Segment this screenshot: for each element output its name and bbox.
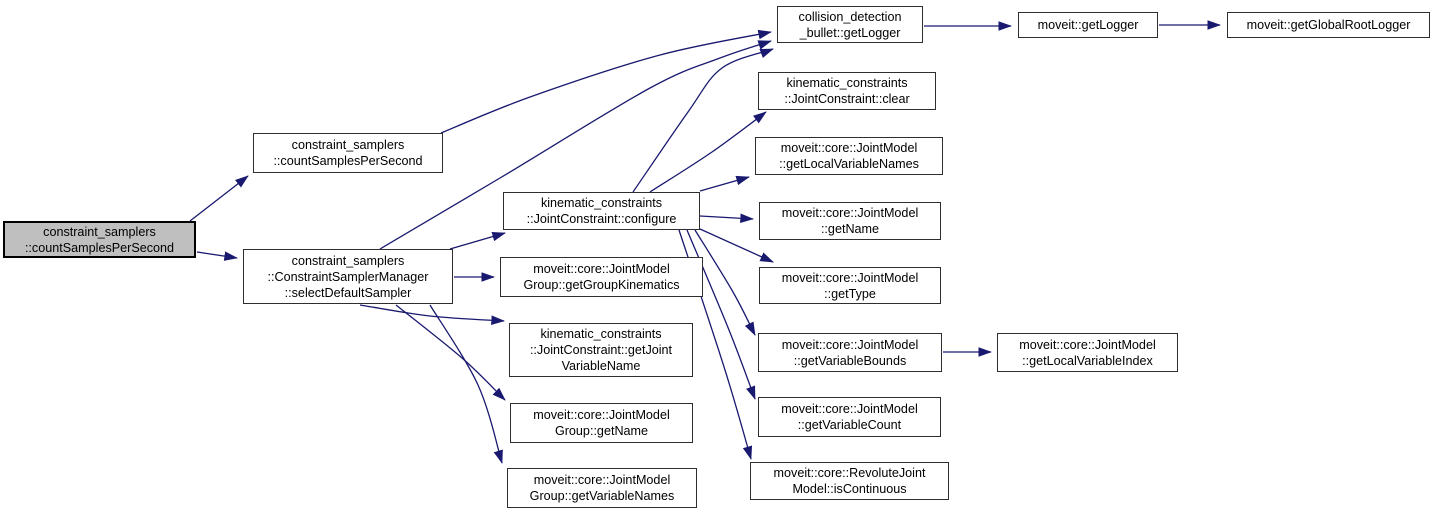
node-jm_get_local_variable_index[interactable]: moveit::core::JointModel::getLocalVariab… xyxy=(997,333,1178,372)
node-label-line: ::getType xyxy=(824,286,876,301)
node-label-line: constraint_samplers xyxy=(291,138,405,152)
node-label-line: Group::getVariableNames xyxy=(529,489,675,503)
node-label-line: ::countSamplesPerSecond xyxy=(24,240,175,255)
node-label-line: Group::getGroupKinematics xyxy=(523,278,680,292)
node-label-line: ::getVariableBounds xyxy=(793,353,907,368)
node-count_samples_current: constraint_samplers::countSamplesPerSeco… xyxy=(3,221,196,258)
node-label-line: constraint_samplers xyxy=(43,224,156,239)
node-jm_get_variable_count[interactable]: moveit::core::JointModel::getVariableCou… xyxy=(758,397,941,437)
edge-joint_constraint_configure-to-jm_get_name xyxy=(699,213,754,224)
node-label-line: ::JointConstraint::clear xyxy=(784,92,910,106)
edge-count_samples_current-to-select_default_sampler xyxy=(196,251,238,261)
edge-select_default_sampler-to-bullet_get_logger xyxy=(379,40,772,250)
node-label-line: kinematic_constraints xyxy=(540,327,662,341)
node-joint_constraint_configure[interactable]: kinematic_constraints::JointConstraint::… xyxy=(503,192,700,230)
node-label-line: moveit::core::JointModel xyxy=(781,402,918,416)
node-label-line: ::getLocalVariableIndex xyxy=(1022,353,1153,368)
node-label-line: moveit::core::JointModel xyxy=(533,473,671,487)
node-label-line: moveit::getGlobalRootLogger xyxy=(1246,18,1411,32)
node-label-line: moveit::core::JointModel xyxy=(781,337,919,352)
node-label-line: moveit::core::JointModel xyxy=(533,408,670,422)
edge-select_default_sampler-to-jmg_get_variable_names xyxy=(429,304,503,464)
edge-count_samples_overload-to-bullet_get_logger xyxy=(440,29,772,134)
node-moveit_get_global_root_logger[interactable]: moveit::getGlobalRootLogger xyxy=(1227,12,1430,38)
node-label-line: kinematic_constraints xyxy=(786,76,908,90)
node-label-line: ::JointConstraint::configure xyxy=(526,212,677,226)
edge-joint_constraint_configure-to-jm_get_variable_bounds xyxy=(694,229,756,336)
edge-joint_constraint_configure-to-jm_get_variable_count xyxy=(686,229,756,400)
node-label-line: Model::isContinuous xyxy=(792,482,907,496)
edge-count_samples_current-to-count_samples_overload xyxy=(189,175,249,222)
node-label-line: kinematic_constraints xyxy=(540,196,663,210)
edge-select_default_sampler-to-joint_constraint_configure xyxy=(449,231,506,250)
node-label-line: moveit::core::JointModel xyxy=(780,141,918,155)
node-bullet_get_logger[interactable]: collision_detection_bullet::getLogger xyxy=(777,6,923,43)
node-select_default_sampler[interactable]: constraint_samplers::ConstraintSamplerMa… xyxy=(243,249,453,304)
edge-joint_constraint_configure-to-jm_get_type xyxy=(699,228,774,263)
node-label-line: moveit::core::JointModel xyxy=(1019,337,1156,352)
node-label-line: ::getLocalVariableNames xyxy=(779,157,919,171)
node-label-line: collision_detection xyxy=(798,9,902,24)
node-jm_get_type[interactable]: moveit::core::JointModel::getType xyxy=(759,267,941,304)
node-label-line: constraint_samplers xyxy=(291,253,405,268)
edge-joint_constraint_configure-to-jm_get_local_variable_names xyxy=(699,175,750,192)
node-label-line: _bullet::getLogger xyxy=(799,25,901,40)
node-jm_get_local_variable_names[interactable]: moveit::core::JointModel::getLocalVariab… xyxy=(755,137,943,175)
node-label-line: ::getName xyxy=(820,222,880,236)
edge-joint_constraint_configure-to-joint_constraint_clear xyxy=(649,111,767,193)
node-label-line: ::countSamplesPerSecond xyxy=(273,154,423,168)
node-label-line: ::JointConstraint::getJoint xyxy=(529,343,673,357)
node-jc_get_joint_variable_name[interactable]: kinematic_constraints::JointConstraint::… xyxy=(509,323,693,377)
node-label-line: moveit::getLogger xyxy=(1037,18,1139,32)
node-label-line: moveit::core::JointModel xyxy=(533,262,670,276)
node-label-line: moveit::core::JointModel xyxy=(781,270,919,285)
node-label-line: moveit::core::RevoluteJoint xyxy=(773,466,926,480)
node-count_samples_overload[interactable]: constraint_samplers::countSamplesPerSeco… xyxy=(253,133,443,173)
node-joint_constraint_clear[interactable]: kinematic_constraints::JointConstraint::… xyxy=(758,72,936,110)
node-label-line: Group::getName xyxy=(554,424,649,438)
edge-select_default_sampler-to-jmg_get_name xyxy=(395,304,506,401)
edge-select_default_sampler-to-jc_get_joint_variable_name xyxy=(359,304,505,325)
node-moveit_get_logger[interactable]: moveit::getLogger xyxy=(1018,12,1158,38)
node-label-line: moveit::core::JointModel xyxy=(781,206,919,220)
node-jm_get_name[interactable]: moveit::core::JointModel::getName xyxy=(759,202,941,240)
edge-joint_constraint_configure-to-bullet_get_logger xyxy=(632,48,774,193)
node-label-line: ::getVariableCount xyxy=(797,418,902,432)
node-label-line: VariableName xyxy=(561,359,641,373)
node-label-line: ::ConstraintSamplerManager xyxy=(267,269,429,284)
node-label-line: ::selectDefaultSampler xyxy=(284,285,412,300)
node-jm_get_variable_bounds[interactable]: moveit::core::JointModel::getVariableBou… xyxy=(758,333,942,372)
